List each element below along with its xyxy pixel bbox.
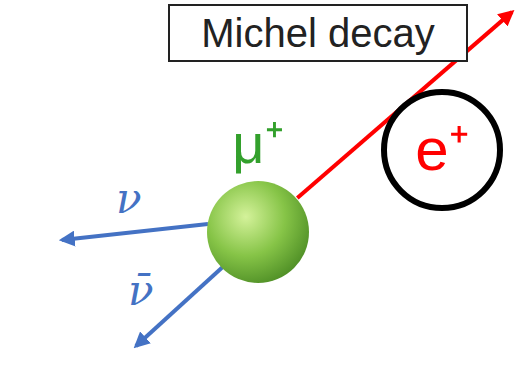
neutrino-arrow <box>62 224 208 240</box>
muon-sphere: μ⁺ <box>206 180 310 284</box>
sphere-shape <box>206 180 310 284</box>
antineutrino-label: ν̄ <box>128 270 154 312</box>
positron-circle: e⁺ <box>380 88 504 212</box>
particle-label: μ⁺ <box>232 116 283 172</box>
neutrino-label: ν <box>116 178 142 220</box>
title-text: Michel decay <box>201 13 434 53</box>
sphere <box>207 181 309 283</box>
ring <box>384 92 500 208</box>
title-box: Michel decay <box>168 4 468 62</box>
particle-name: e⁺ <box>415 120 468 180</box>
